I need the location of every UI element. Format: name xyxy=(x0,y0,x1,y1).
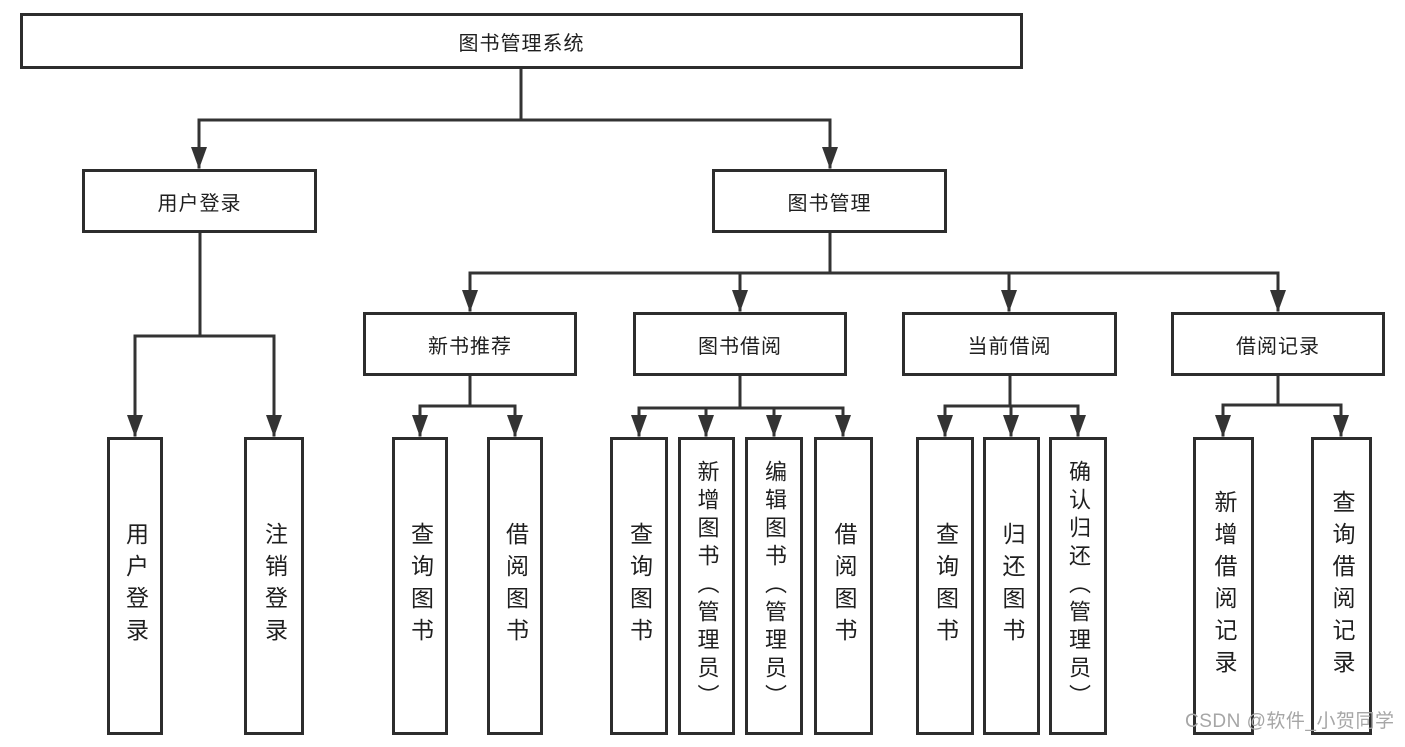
node-book-management: 图书管理 xyxy=(712,169,947,233)
leaf-query-books-3: 查询图书 xyxy=(916,437,974,735)
leaf-borrow-books: 借阅图书 xyxy=(487,437,543,735)
leaf-logout: 注销登录 xyxy=(244,437,304,735)
node-user-login: 用户登录 xyxy=(82,169,317,233)
leaf-user-login: 用户登录 xyxy=(107,437,163,735)
leaf-query-books: 查询图书 xyxy=(392,437,448,735)
leaf-edit-books-admin: 编辑图书（管理员） xyxy=(745,437,803,735)
node-current-borrowing: 当前借阅 xyxy=(902,312,1117,376)
leaf-confirm-return-admin: 确认归还（管理员） xyxy=(1049,437,1107,735)
leaf-add-books-admin: 新增图书（管理员） xyxy=(678,437,735,735)
leaf-query-books-2: 查询图书 xyxy=(610,437,668,735)
node-book-borrowing: 图书借阅 xyxy=(633,312,847,376)
node-library-management-system: 图书管理系统 xyxy=(20,13,1023,69)
node-borrowing-records: 借阅记录 xyxy=(1171,312,1385,376)
leaf-return-books: 归还图书 xyxy=(983,437,1040,735)
csdn-watermark: CSDN @软件_小贺同学 xyxy=(1185,711,1395,732)
leaf-add-borrow-record: 新增借阅记录 xyxy=(1193,437,1254,735)
leaf-borrow-books-2: 借阅图书 xyxy=(814,437,873,735)
leaf-query-borrow-record: 查询借阅记录 xyxy=(1311,437,1372,735)
node-new-book-recommendation: 新书推荐 xyxy=(363,312,577,376)
